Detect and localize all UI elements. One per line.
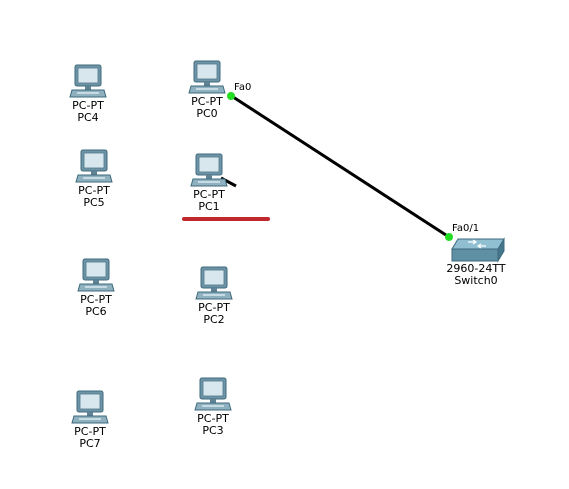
device-model-label: PC-PT bbox=[193, 188, 225, 201]
device-name-label: PC5 bbox=[83, 196, 105, 209]
pc-icon bbox=[77, 258, 115, 292]
device-name-label: Switch0 bbox=[454, 274, 498, 287]
device-name-label: PC3 bbox=[202, 424, 224, 437]
device-pc7[interactable]: PC-PT PC7 bbox=[60, 390, 120, 450]
pc-icon bbox=[190, 153, 228, 187]
device-model-label: PC-PT bbox=[74, 425, 106, 438]
device-name-label: PC6 bbox=[85, 305, 107, 318]
device-name-label: PC0 bbox=[196, 107, 218, 120]
pc-icon bbox=[75, 149, 113, 183]
device-model-label: PC-PT bbox=[80, 293, 112, 306]
device-model-label: PC-PT bbox=[197, 412, 229, 425]
pc-icon bbox=[194, 377, 232, 411]
pc-icon bbox=[188, 60, 226, 94]
device-model-label: 2960-24TT bbox=[446, 262, 506, 275]
switch-icon bbox=[451, 237, 505, 263]
link-pc0-switch0[interactable] bbox=[229, 93, 450, 239]
device-pc5[interactable]: PC-PT PC5 bbox=[64, 149, 124, 209]
device-pc4[interactable]: PC-PT PC4 bbox=[58, 64, 118, 124]
port-label-switch0: Fa0/1 bbox=[452, 223, 480, 234]
device-switch0[interactable]: 2960-24TT Switch0 bbox=[441, 237, 511, 287]
device-pc3[interactable]: PC-PT PC3 bbox=[183, 377, 243, 437]
device-name-label: PC7 bbox=[79, 437, 101, 450]
pc-icon bbox=[71, 390, 109, 424]
device-name-label: PC1 bbox=[198, 200, 220, 213]
device-pc2[interactable]: PC-PT PC2 bbox=[184, 266, 244, 326]
red-underline-annotation bbox=[182, 217, 270, 221]
pc-icon bbox=[195, 266, 233, 300]
port-label-pc0: Fa0 bbox=[234, 82, 252, 93]
device-pc0[interactable]: PC-PT PC0 bbox=[177, 60, 237, 120]
device-name-label: PC4 bbox=[77, 111, 99, 124]
device-model-label: PC-PT bbox=[72, 99, 104, 112]
device-model-label: PC-PT bbox=[191, 95, 223, 108]
device-model-label: PC-PT bbox=[198, 301, 230, 314]
device-name-label: PC2 bbox=[203, 313, 225, 326]
pc-icon bbox=[69, 64, 107, 98]
device-pc1[interactable]: PC-PT PC1 bbox=[179, 153, 239, 213]
device-pc6[interactable]: PC-PT PC6 bbox=[66, 258, 126, 318]
device-model-label: PC-PT bbox=[78, 184, 110, 197]
